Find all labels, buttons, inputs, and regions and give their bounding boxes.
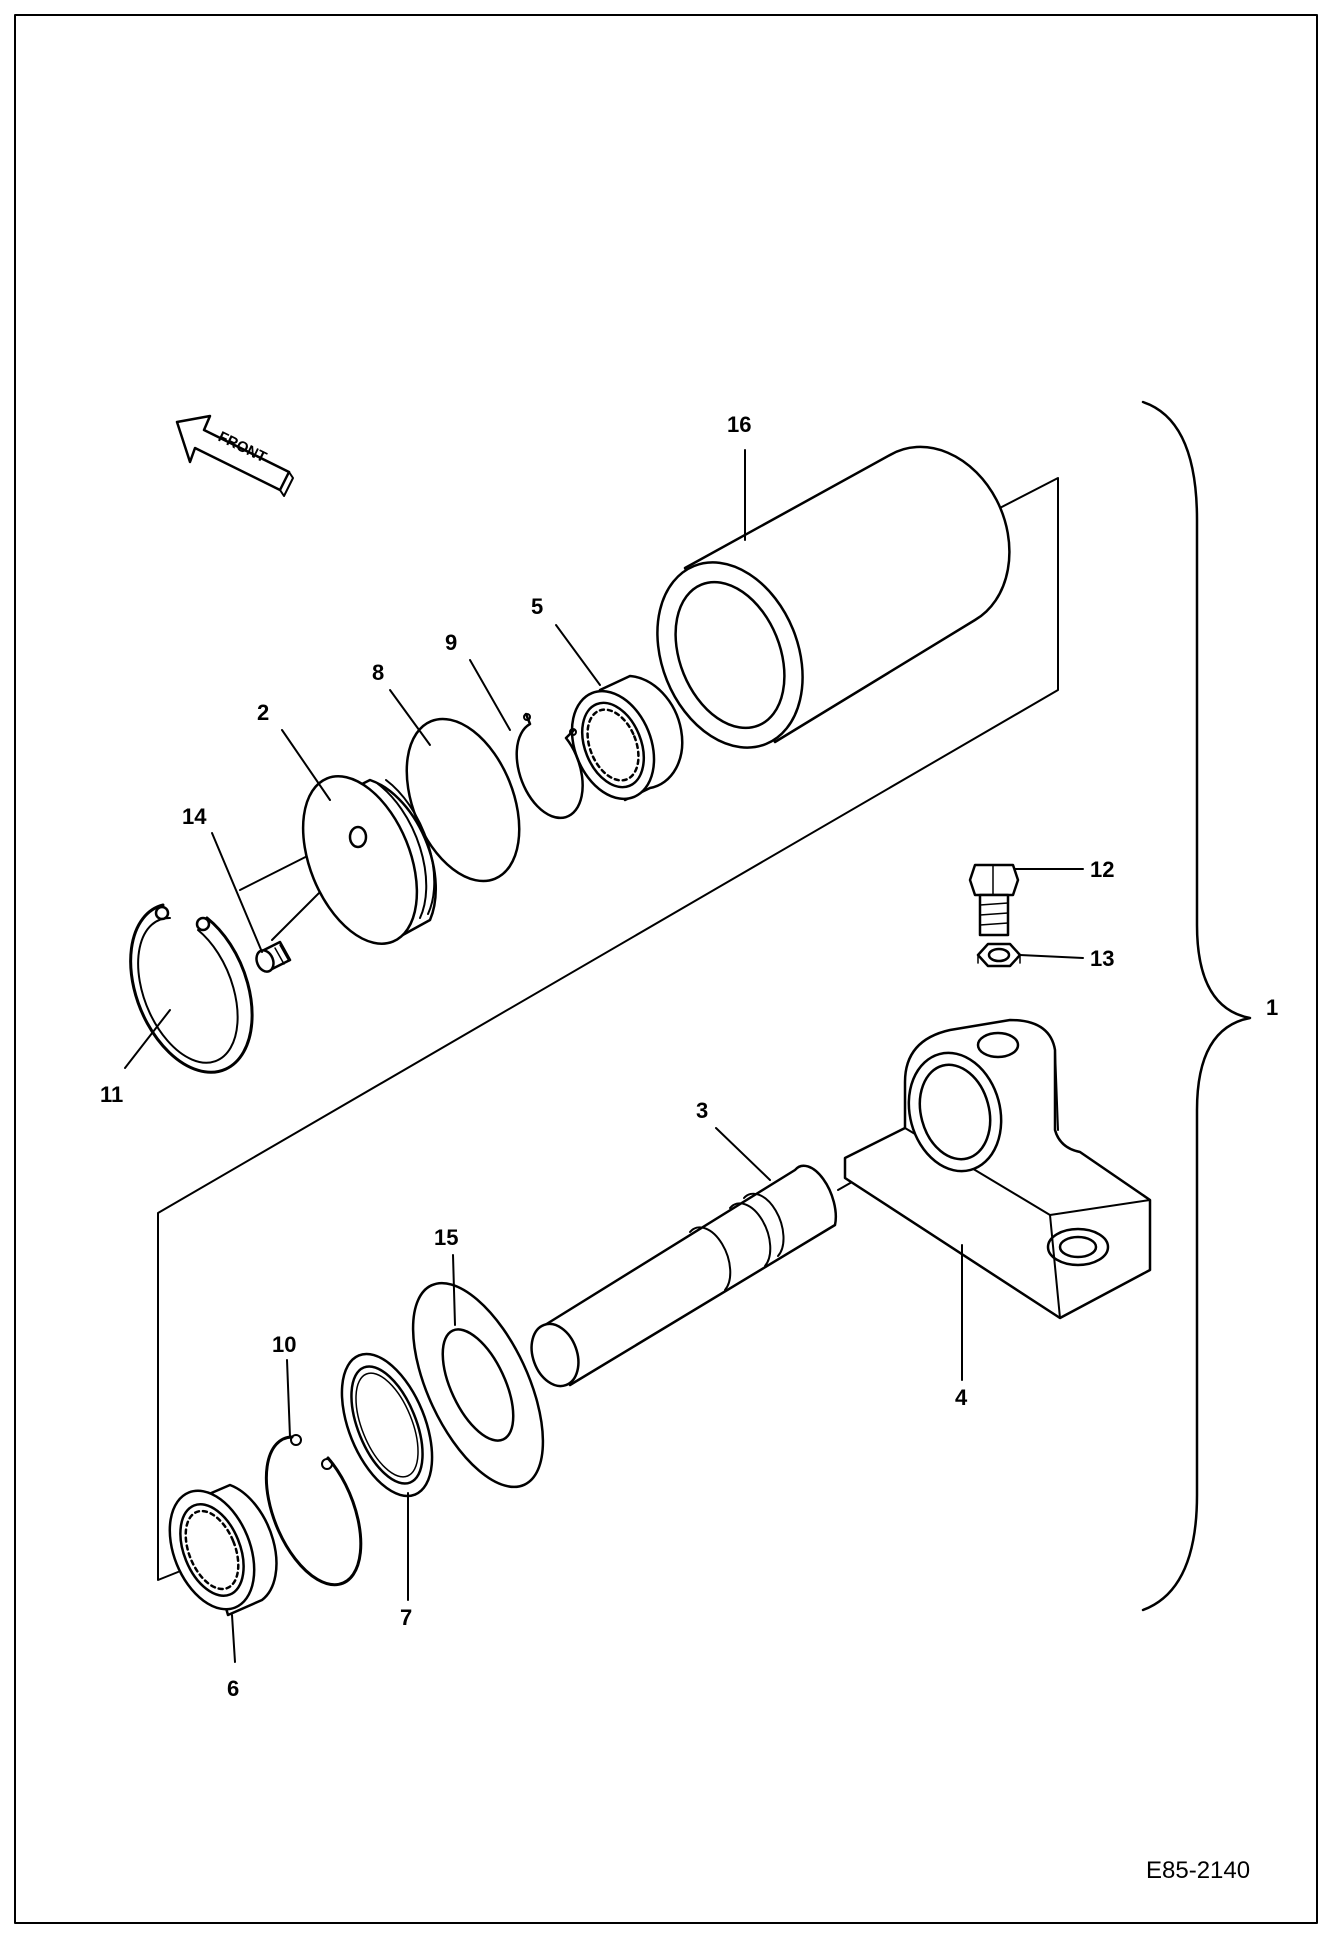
part-label-4: 4 xyxy=(955,1385,968,1410)
part-labels: 16 5 9 8 2 14 11 12 13 1 3 15 4 10 7 6 xyxy=(100,412,1278,1701)
page-border xyxy=(14,14,1318,1924)
part-label-15: 15 xyxy=(434,1225,458,1250)
part-label-5: 5 xyxy=(531,594,543,619)
part-label-10: 10 xyxy=(272,1332,296,1357)
leader-lines xyxy=(124,449,1084,1663)
snap-ring-lower xyxy=(264,1435,363,1587)
assembly-bracket xyxy=(1141,400,1252,1612)
part-label-3: 3 xyxy=(696,1098,708,1123)
pillow-block xyxy=(843,1018,1152,1320)
reference-code: E85-2140 xyxy=(1146,1857,1250,1884)
shaft xyxy=(530,1164,838,1388)
bolt xyxy=(968,863,1020,937)
bearing-lower xyxy=(168,1483,278,1617)
part-label-7: 7 xyxy=(400,1605,412,1630)
roller-shell xyxy=(656,445,1011,749)
part-label-2: 2 xyxy=(257,700,269,725)
part-label-11: 11 xyxy=(100,1082,123,1107)
washer xyxy=(411,1281,545,1489)
part-label-6: 6 xyxy=(227,1676,239,1701)
front-arrow-icon: FRONT xyxy=(175,414,294,497)
part-label-13: 13 xyxy=(1090,946,1114,971)
part-label-8: 8 xyxy=(372,660,384,685)
part-label-12: 12 xyxy=(1090,857,1114,882)
plug xyxy=(255,940,292,973)
nut xyxy=(976,942,1022,968)
snap-ring-large xyxy=(129,903,254,1074)
part-label-16: 16 xyxy=(727,412,751,437)
end-cap xyxy=(301,775,438,945)
part-label-9: 9 xyxy=(445,630,457,655)
bearing-upper xyxy=(570,674,684,802)
part-label-14: 14 xyxy=(182,804,207,829)
assembly-label-1: 1 xyxy=(1266,995,1278,1020)
seal xyxy=(340,1352,434,1498)
